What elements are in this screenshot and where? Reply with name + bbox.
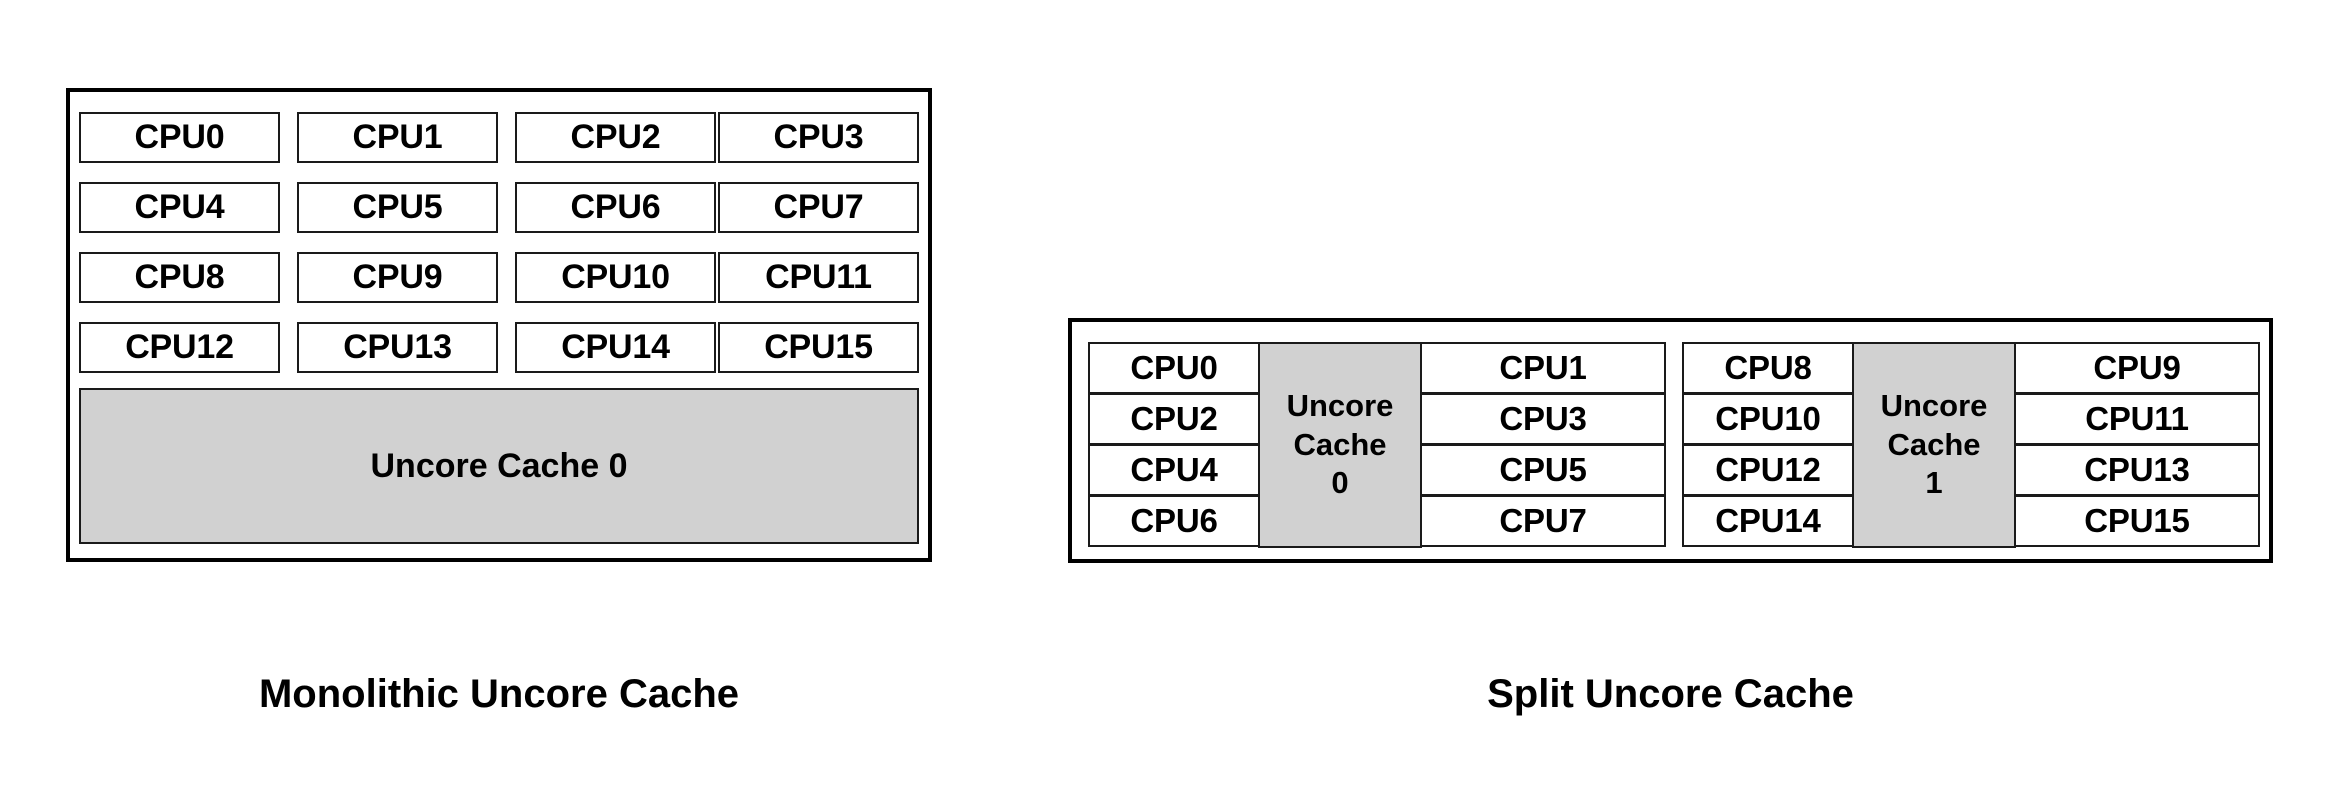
cluster-0: CPU0 CPU2 CPU4 CPU6 Uncore Cache 0 CPU1 … (1088, 342, 1666, 548)
cpu-box-cpu1: CPU1 (297, 112, 498, 163)
cpu-box-cpu15: CPU15 (718, 322, 919, 373)
split-caption: Split Uncore Cache (1487, 672, 1854, 716)
cpu-box-cpu14: CPU14 (515, 322, 716, 373)
uncore-cache-0-line2: Cache (1293, 426, 1387, 462)
cpu-box-cpu7: CPU7 (718, 182, 919, 233)
monolithic-uncore-cache-package: CPU0 CPU1 CPU2 CPU3 CPU4 CPU5 CPU6 CPU7 … (66, 88, 932, 562)
cpu-box-cpu5: CPU5 (1420, 444, 1666, 496)
uncore-cache-1-line3: 1 (1925, 465, 1943, 501)
cpu-box-cpu3: CPU3 (1420, 393, 1666, 445)
cpu-box-cpu8: CPU8 (79, 252, 280, 303)
cpu-box-cpu9: CPU9 (2014, 342, 2260, 394)
uncore-cache-0-line3: 0 (1331, 465, 1349, 501)
cpu-box-cpu14: CPU14 (1682, 495, 1854, 547)
uncore-cache-1-block: Uncore Cache 1 (1852, 342, 2016, 548)
cpu-box-cpu0: CPU0 (79, 112, 280, 163)
cpu-box-cpu6: CPU6 (1088, 495, 1260, 547)
cpu-box-cpu4: CPU4 (79, 182, 280, 233)
uncore-cache-0-block: Uncore Cache 0 (79, 388, 919, 544)
cpu-box-cpu13: CPU13 (2014, 444, 2260, 496)
cpu-box-cpu6: CPU6 (515, 182, 716, 233)
cpu-box-cpu2: CPU2 (515, 112, 716, 163)
cpu-box-cpu12: CPU12 (1682, 444, 1854, 496)
cpu-box-cpu0: CPU0 (1088, 342, 1260, 394)
cpu-box-cpu1: CPU1 (1420, 342, 1666, 394)
cpu-box-cpu5: CPU5 (297, 182, 498, 233)
uncore-cache-0-block: Uncore Cache 0 (1258, 342, 1422, 548)
uncore-cache-1-line1: Uncore (1880, 387, 1988, 423)
cpu-box-cpu7: CPU7 (1420, 495, 1666, 547)
cpu-box-cpu9: CPU9 (297, 252, 498, 303)
cpu-box-cpu10: CPU10 (1682, 393, 1854, 445)
cpu-box-cpu3: CPU3 (718, 112, 919, 163)
cpu-box-cpu10: CPU10 (515, 252, 716, 303)
uncore-cache-1-line2: Cache (1887, 426, 1981, 462)
cpu-box-cpu12: CPU12 (79, 322, 280, 373)
cpu-box-cpu8: CPU8 (1682, 342, 1854, 394)
cpu-box-cpu13: CPU13 (297, 322, 498, 373)
cluster-1: CPU8 CPU10 CPU12 CPU14 Uncore Cache 1 CP… (1682, 342, 2260, 548)
split-uncore-cache-package: CPU0 CPU2 CPU4 CPU6 Uncore Cache 0 CPU1 … (1068, 318, 2273, 563)
cpu-box-cpu4: CPU4 (1088, 444, 1260, 496)
cpu-box-cpu11: CPU11 (718, 252, 919, 303)
cpu-box-cpu2: CPU2 (1088, 393, 1260, 445)
cpu-box-cpu11: CPU11 (2014, 393, 2260, 445)
uncore-cache-0-line1: Uncore (1286, 387, 1394, 423)
monolithic-caption: Monolithic Uncore Cache (258, 672, 740, 716)
cpu-box-cpu15: CPU15 (2014, 495, 2260, 547)
